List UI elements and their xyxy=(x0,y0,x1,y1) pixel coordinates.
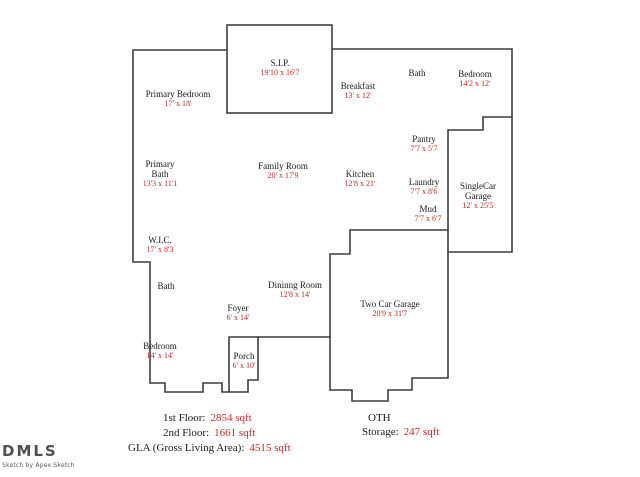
wall-garage-top-steps xyxy=(329,229,449,338)
wall-sip-box xyxy=(226,24,333,114)
wall-outline-bottom-right xyxy=(329,116,513,402)
second-floor-value: 1661 sqft xyxy=(214,427,256,439)
gla-value: 4515 sqft xyxy=(249,442,291,454)
gla-label: GLA (Gross Living Area): xyxy=(128,442,245,454)
sketch-credit: Sketch by Apex Sketch xyxy=(2,462,75,469)
wall-outline-top-right xyxy=(331,48,513,253)
summary-oth-heading: OTH xyxy=(368,412,391,424)
storage-label: Storage: xyxy=(362,426,399,438)
oth-label: OTH xyxy=(368,412,391,424)
summary-first-floor: 1st Floor: 2854 sqft xyxy=(163,412,252,425)
dmls-logo: DMLS xyxy=(2,442,58,460)
wall-outline-left xyxy=(132,49,230,393)
storage-value: 247 sqft xyxy=(403,426,440,438)
second-floor-label: 2nd Floor: xyxy=(163,427,210,439)
summary-second-floor: 2nd Floor: 1661 sqft xyxy=(163,427,255,440)
summary-storage: Storage: 247 sqft xyxy=(362,426,439,439)
wall-porch-outline xyxy=(228,336,259,393)
summary-gla: GLA (Gross Living Area): 4515 sqft xyxy=(128,442,291,455)
first-floor-label: 1st Floor: xyxy=(163,412,206,424)
first-floor-value: 2854 sqft xyxy=(210,412,252,424)
